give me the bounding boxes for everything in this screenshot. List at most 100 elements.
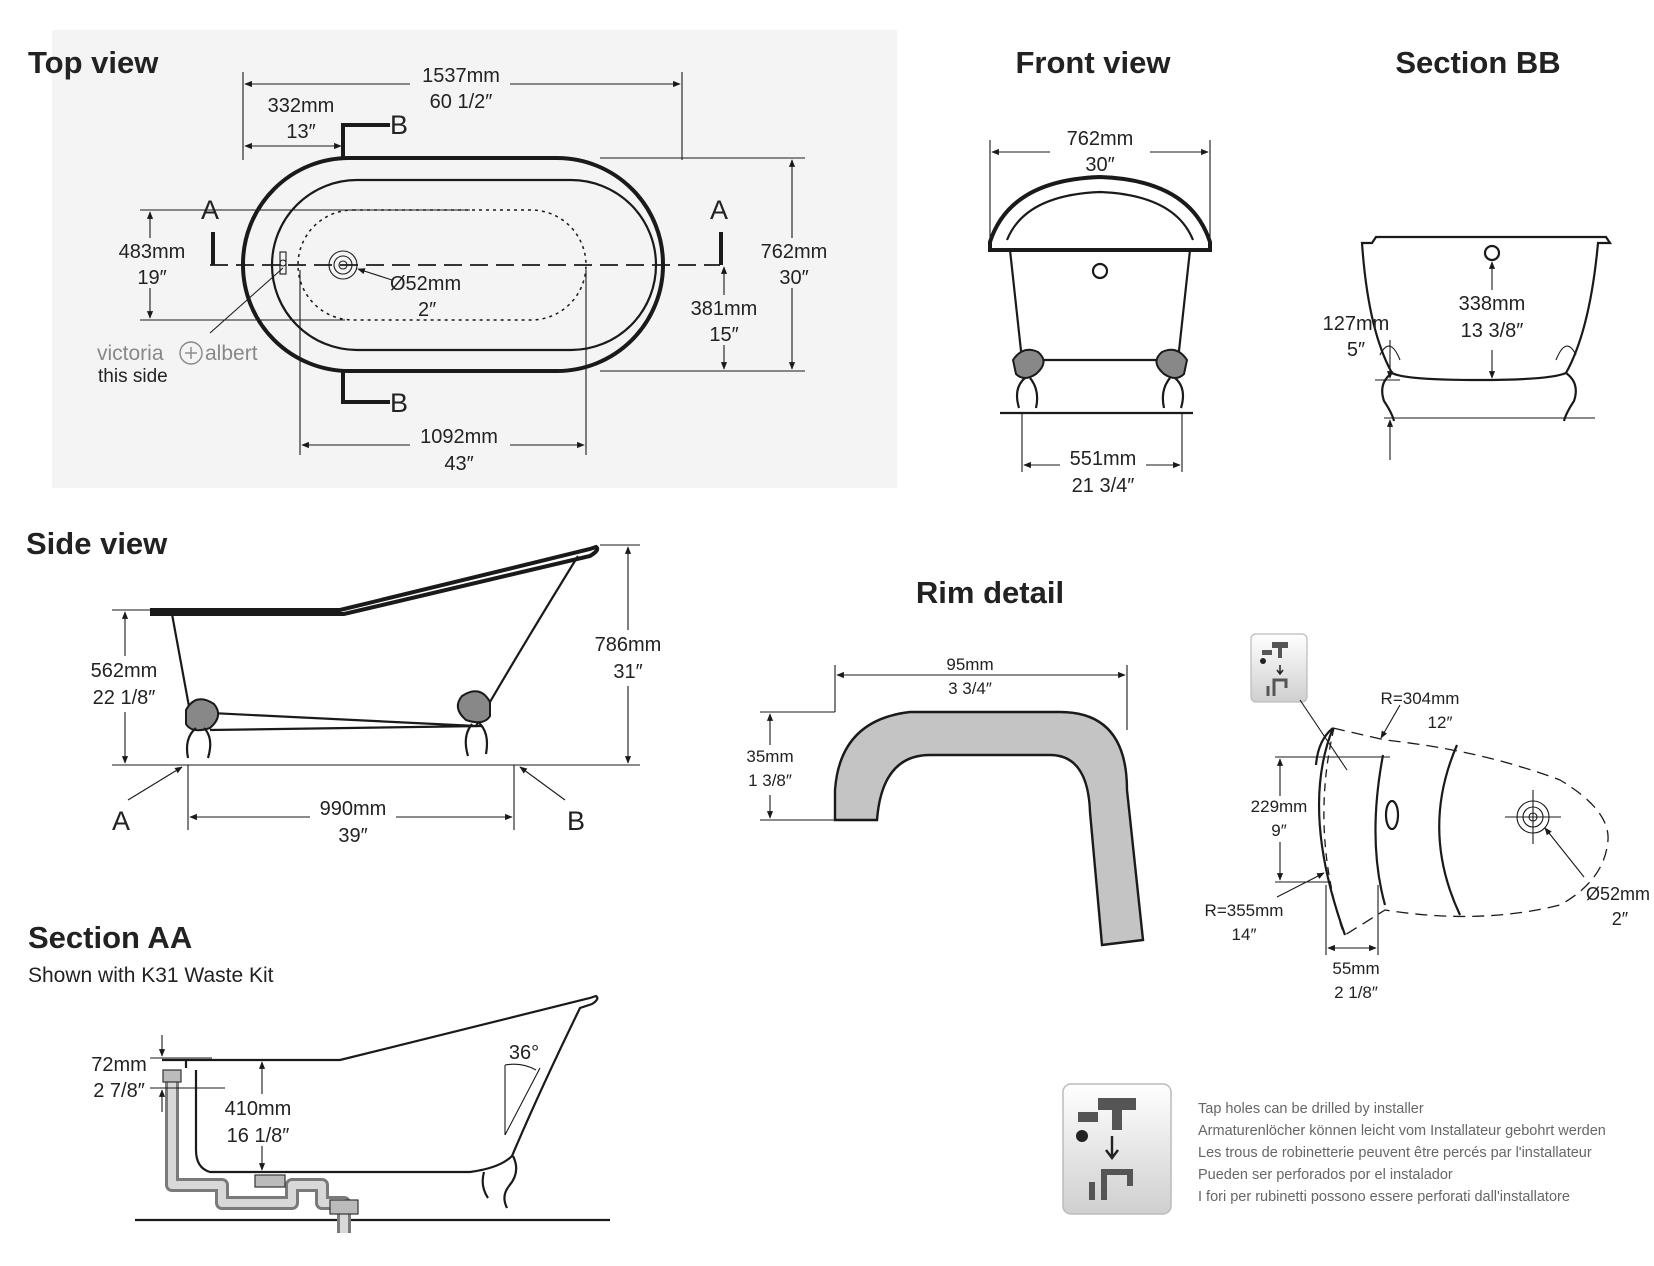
waste-offset-mm: 332mm [268,95,335,117]
top-view-title: Top view [28,45,159,80]
tap-plan-outer-arc [1317,727,1347,936]
side-low-height-in: 22 1/8″ [93,687,156,709]
front-view-title: Front view [1015,45,1171,80]
rim-width-mm: 95mm [946,655,993,674]
half-width-in: 15″ [709,324,738,346]
side-feet-spacing-mm: 990mm [320,798,387,820]
waste-kit-overflow-fitting [162,1069,182,1083]
section-bb-foot-height-mm: 127mm [1323,313,1390,335]
front-rim-inner [1005,190,1195,241]
side-body [170,555,579,728]
section-aa-angle-arc [504,1063,537,1071]
side-label-b-leader [519,766,566,801]
front-right-foot-leg [1161,377,1185,409]
rim-detail-title: Rim detail [916,575,1064,610]
side-label-b: B [567,806,585,836]
tap-plan-rim-edge [1314,727,1334,766]
tap-icon-large [1098,1098,1136,1130]
tap-plan-offset-mm: 55mm [1332,959,1379,978]
tap-plan-outline-dashed [1332,727,1609,936]
tap-plan-r304-leader [1380,704,1401,739]
front-rim [988,174,1212,252]
section-bb-foot-height-in: 5″ [1347,339,1365,361]
side-low-height-mm: 562mm [91,660,158,682]
section-bb-depth-in: 13 3/8″ [1461,320,1524,342]
label-mask [735,745,805,795]
tap-plan-waste-in: 2″ [1612,909,1629,929]
label-mask [112,238,192,288]
tap-plan-dashed-arc [1323,727,1344,933]
front-top-width-in: 30″ [1085,154,1114,176]
label-mask [686,295,766,345]
rim-height-mm: 35mm [746,747,793,766]
section-aa: Section AA Shown with K31 Waste Kit 72mm… [28,920,610,1233]
rim-height-in: 1 3/8″ [748,771,792,790]
tap-plan-waste-mm: Ø52mm [1586,884,1650,904]
label-mask [84,656,166,712]
front-overflow-hole [1091,262,1109,280]
tap-plan-height-in: 9″ [1271,821,1286,840]
section-aa-angle: 36° [509,1042,539,1064]
bottom-length-mm: 1092mm [420,426,498,448]
front-right-foot-claw [1155,348,1189,379]
section-b-bottom-marker [341,371,390,404]
side-high-height-mm: 786mm [595,634,662,656]
tap-plan-r355-mm: R=355mm [1205,901,1284,920]
tap-icon-small-arrow [1276,665,1284,676]
tap-plan-r355-in: 14″ [1232,925,1257,944]
section-aa-subtitle: Shown with K31 Waste Kit [28,964,274,987]
waste-diameter-leader [357,268,393,281]
tap-icon-small-drop [1260,658,1266,664]
waste-diameter-in: 2″ [418,299,436,321]
half-width-mm: 381mm [691,298,758,320]
overall-length-in: 60 1/2″ [430,91,493,113]
tap-note-line-it: I fori per rubinetti possono essere perf… [1198,1189,1570,1205]
section-aa-body [162,994,599,1174]
section-a-right-label: A [710,195,728,225]
side-rim [150,544,600,616]
tap-note-line-es: Pueden ser perforados por el instalador [1198,1167,1453,1183]
label-mask [410,62,510,112]
side-view: Side view 562mm 22 1/8″ 786mm 31″ 990mm … [26,526,673,847]
brand-name-right: albert [205,342,258,365]
side-high-height-in: 31″ [613,661,642,683]
tap-plan-bowl-edge [1438,744,1461,916]
tap-icon-large [1078,1112,1098,1122]
side-label-a: A [112,806,130,836]
tap-icon-large-drop [1076,1130,1088,1142]
section-bb: Section BB 338mm 13 3/8″ 127mm 5″ [1323,45,1613,460]
section-aa-overflow-in: 2 7/8″ [93,1080,145,1102]
top-view: Top view B B A A 1537mm 60 1/2″ 332mm 13… [28,30,897,488]
section-aa-foot [481,1155,518,1209]
bottom-length-in: 43″ [444,453,473,475]
tap-plan-height-mm: 229mm [1251,797,1308,816]
side-left-foot-claw [185,698,220,732]
tap-note-line-fr: Les trous de robinetterie peuvent être p… [1198,1145,1592,1161]
waste-diameter-mm: Ø52mm [390,273,461,295]
waste-mid-circle [333,255,353,275]
side-label-a-leader [127,766,183,801]
label-mask [1050,125,1150,181]
inner-width-mm: 483mm [119,241,186,263]
tap-icon-small [1262,650,1272,655]
tap-plan-r304-in: 12″ [1428,713,1453,732]
side-view-title: Side view [26,526,168,561]
tap-note-line-de: Armaturenlöcher können leicht vom Instal… [1198,1123,1606,1139]
section-aa-depth-in: 16 1/8″ [227,1125,290,1147]
tap-icon-small [1272,642,1288,658]
section-bb-title: Section BB [1395,45,1560,80]
brand-plus-icon [179,341,203,365]
front-left-foot-claw [1011,348,1045,379]
tap-icon-large-arrow [1105,1136,1119,1160]
side-left-foot-leg [185,727,212,759]
tap-hole-plan: R=304mm 12″ 229mm 9″ R=355mm 14″ 55mm 2 … [1205,633,1650,1002]
tap-icon-small-pipe [1266,678,1288,696]
front-feet-width-mm: 551mm [1070,448,1137,470]
section-b-bottom-label: B [390,388,408,418]
front-view: Front view 762mm 30″ 551mm 21 3/4″ [988,45,1212,497]
tap-plan-offset-in: 2 1/8″ [1334,983,1378,1002]
section-aa-overflow-mm: 72mm [91,1054,147,1076]
side-right-foot-claw [456,690,491,724]
waste-kit-plug-fitting [254,1174,286,1188]
label-mask [220,1094,302,1146]
